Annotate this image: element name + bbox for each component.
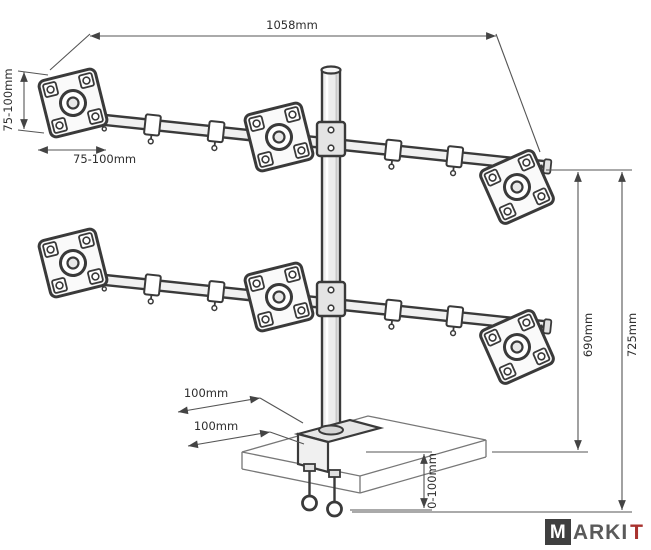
dim-pole-height	[492, 169, 632, 453]
dim-label-vesa-width: 75-100mm	[73, 152, 136, 166]
dim-clamp-depth-top	[177, 395, 304, 424]
logo-m-box: M	[544, 519, 571, 545]
pole-clamp-top	[315, 120, 347, 158]
desk-clamp	[293, 418, 385, 518]
vesa-plate-bottom-middle	[242, 260, 316, 334]
dim-label-vesa-height: 75-100mm	[1, 68, 15, 131]
dim-desk-thickness	[350, 451, 432, 511]
clamp-screw-left	[301, 463, 318, 512]
clamp-screw-right	[326, 469, 343, 518]
dim-clamp-depth-bottom	[187, 429, 305, 449]
dim-label-pole-height: 690mm	[581, 313, 595, 357]
vesa-plate-top-middle	[242, 100, 316, 174]
logo-accent-letter: T	[630, 520, 643, 544]
vesa-plate-bottom-left	[36, 226, 110, 300]
dim-label-top-width: 1058mm	[266, 18, 318, 32]
brand-logo: M ARKI T	[544, 519, 643, 545]
dim-label-clamp-depth-top: 100mm	[184, 386, 228, 400]
pole-clamp-bottom	[315, 280, 347, 318]
dim-vesa-height	[17, 70, 49, 134]
logo-text: ARKI	[572, 520, 629, 544]
dim-top-width	[49, 32, 541, 153]
dim-label-desk-thickness: 0-100mm	[425, 453, 439, 509]
dim-label-clamp-depth-bottom: 100mm	[194, 419, 238, 433]
dim-total-height	[352, 172, 632, 513]
vesa-plate-top-left	[36, 66, 110, 140]
dim-label-total-height: 725mm	[625, 313, 639, 357]
dimension-lines	[17, 32, 632, 513]
